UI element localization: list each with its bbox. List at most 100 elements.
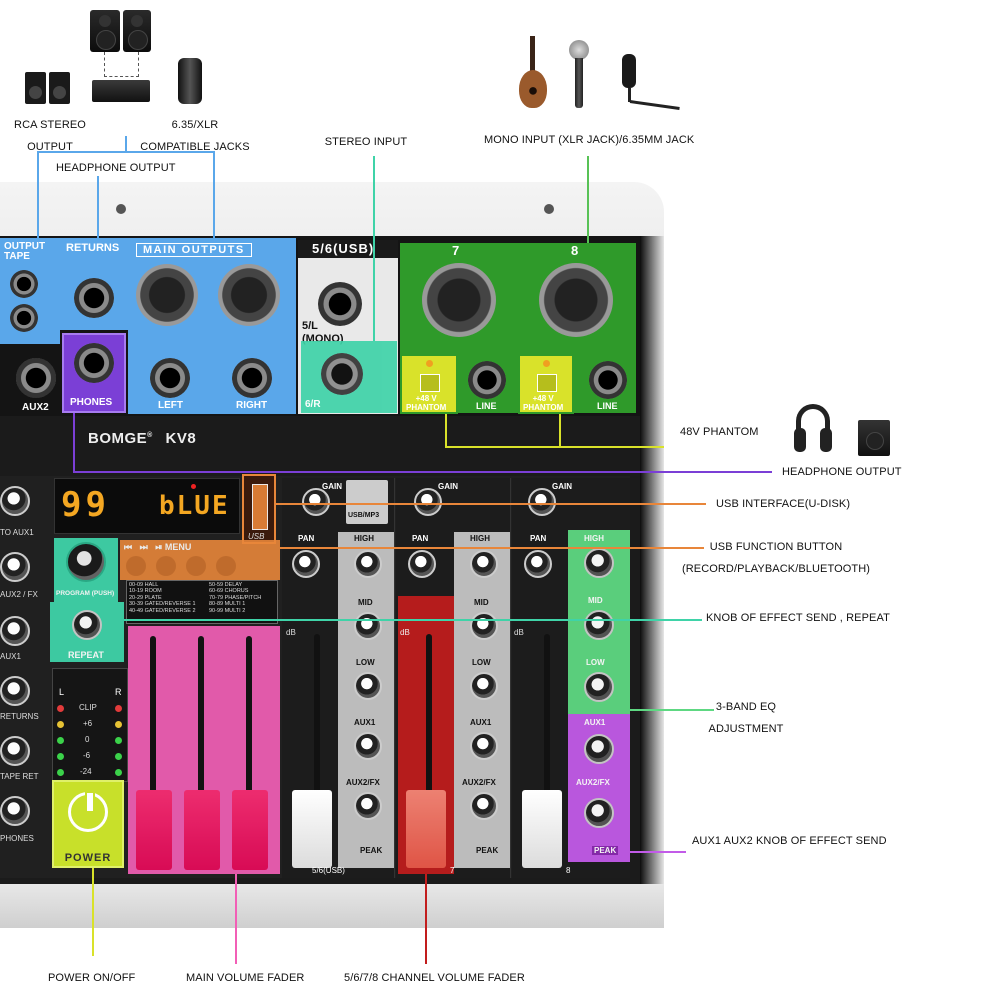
usb-mp3-button[interactable]: USB/MP3 (346, 480, 388, 524)
menu-button[interactable] (216, 556, 236, 576)
rca-right-jack[interactable] (10, 304, 38, 332)
ch7-aux1-knob[interactable] (470, 732, 498, 760)
eq-3band-label: 3-BAND EQ ADJUSTMENT (708, 701, 784, 735)
repeat-label: REPEAT (68, 650, 104, 660)
ch7-fader[interactable] (406, 790, 446, 868)
left-knob-1[interactable] (0, 486, 30, 516)
ch8-pan-label: PAN (530, 534, 547, 543)
next-button[interactable] (156, 556, 176, 576)
power-button[interactable]: POWER (52, 780, 124, 868)
ch8-pan-knob[interactable] (524, 550, 552, 578)
stereo-input-jack[interactable] (321, 353, 363, 395)
left-knob-6[interactable] (0, 796, 30, 826)
effect-3: 30-39 GATED/REVERSE 1 (129, 601, 196, 608)
portable-speaker-icon (178, 58, 202, 104)
right-label: RIGHT (236, 400, 268, 411)
ch56-gain-knob[interactable] (302, 488, 330, 516)
rca-left-jack[interactable] (10, 270, 38, 298)
aux2-jack[interactable] (16, 358, 56, 398)
compatible-jacks-label: 6.35/XLR COMPATIBLE JACKS (140, 119, 250, 153)
phones-jack[interactable] (74, 343, 114, 383)
ch8-aux2fx-knob[interactable] (584, 798, 614, 828)
ch56-low-knob[interactable] (354, 672, 382, 700)
returns-jack[interactable] (74, 278, 114, 318)
strip-label-1: TO AUX1 (0, 528, 34, 537)
ch7-mid-knob[interactable] (470, 612, 498, 640)
ch56-aux1-knob[interactable] (354, 732, 382, 760)
power-on-off-label: POWER ON/OFF (48, 972, 136, 984)
ch8-xlr-jack[interactable] (539, 263, 613, 337)
brand-text: BOMGE (88, 430, 148, 447)
repeat-knob[interactable] (72, 610, 102, 640)
main-right-jack[interactable] (232, 358, 272, 398)
main-fader-3[interactable] (232, 790, 268, 870)
left-knob-2[interactable] (0, 552, 30, 582)
display-number: 99 (61, 485, 110, 525)
ch56-fader[interactable] (292, 790, 332, 868)
ch7-gain-knob[interactable] (414, 488, 442, 516)
ch8-gain-knob[interactable] (528, 488, 556, 516)
eq-3band-section: HIGH MID LOW (568, 530, 630, 714)
main-left-jack[interactable] (150, 358, 190, 398)
model-text: KV8 (165, 430, 197, 447)
ch8-phantom-label: +48 V PHANTOM (523, 394, 564, 412)
program-knob[interactable] (66, 542, 106, 582)
ch8-low-knob[interactable] (584, 672, 614, 702)
effect-5: 50-59 DELAY (209, 582, 243, 588)
effect-7: 70-79 PHASE/PITCH (209, 594, 262, 601)
effect-4: 40-49 GATED/REVERSE 2 (129, 607, 196, 614)
stereo-input-jack-overlay[interactable]: 6/R (301, 341, 397, 413)
led-display: 99 bLUE (54, 478, 240, 534)
level-meter: L R CLIP +6 0 -6 -24 (52, 668, 128, 782)
ch7-high-knob[interactable] (470, 550, 498, 578)
main-outputs-label: MAIN OUTPUTS (136, 243, 252, 257)
left-knob-4[interactable] (0, 676, 30, 706)
prev-button[interactable] (126, 556, 146, 576)
aux-knob-effect-send-label: AUX1 AUX2 KNOB OF EFFECT SEND (692, 835, 887, 847)
speaker-left-icon (90, 10, 120, 52)
menu-label: MENU (164, 542, 192, 552)
ch8-phantom-switch[interactable]: +48 V PHANTOM (518, 354, 574, 414)
ch56-pan-label: PAN (298, 534, 315, 543)
xlr-right-jack[interactable] (218, 264, 280, 326)
meter-level-0: +6 (83, 719, 93, 728)
ch7-low-knob[interactable] (470, 672, 498, 700)
mono-input-jack[interactable] (318, 282, 362, 326)
ch56-aux2fx-label: AUX2/FX (346, 778, 380, 787)
ch7-xlr-jack[interactable] (422, 263, 496, 337)
ch7-aux2fx-knob[interactable] (470, 792, 498, 820)
play-button[interactable] (186, 556, 206, 576)
left-knob-5[interactable] (0, 736, 30, 766)
ch56-mid-label: MID (358, 598, 373, 607)
ch8-high-knob[interactable] (584, 548, 614, 578)
ch7-line-jack[interactable] (468, 361, 506, 399)
ch56-aux2fx-knob[interactable] (354, 792, 382, 820)
rca-stereo-output-label: RCA STEREO OUTPUT (14, 119, 86, 153)
purple-callout-line (73, 413, 772, 473)
headphone-output-top-label: HEADPHONE OUTPUT (56, 162, 176, 174)
main-fader-1[interactable] (136, 790, 172, 870)
ch8-mid-knob[interactable] (584, 610, 614, 640)
returns-label: RETURNS (66, 242, 120, 254)
ch7-phantom-switch[interactable]: +48 V PHANTOM (400, 354, 458, 414)
ch56-mid-knob[interactable] (354, 612, 382, 640)
ch7-phantom-label: +48 V PHANTOM (406, 394, 447, 412)
left-knob-3[interactable] (0, 616, 30, 646)
ch8-aux1-knob[interactable] (584, 734, 614, 764)
usb-interface-label: USB INTERFACE(U-DISK) (716, 498, 851, 510)
ch56-high-knob[interactable] (354, 550, 382, 578)
program-label: PROGRAM (PUSH) (56, 590, 115, 597)
ch8-line-jack[interactable] (589, 361, 627, 399)
ch8-mid-label: MID (588, 596, 603, 605)
main-fader-2[interactable] (184, 790, 220, 870)
mixer-side (640, 236, 664, 928)
guitar-icon (516, 36, 550, 108)
ch8-high-label: HIGH (584, 534, 604, 543)
meter-level-2: -6 (83, 751, 91, 760)
phones-section: PHONES (62, 333, 126, 413)
ch7-pan-knob[interactable] (408, 550, 436, 578)
xlr-left-jack[interactable] (136, 264, 198, 326)
ch56-pan-knob[interactable] (292, 550, 320, 578)
ch56-peak-label: PEAK (360, 846, 383, 855)
ch8-fader[interactable] (522, 790, 562, 868)
